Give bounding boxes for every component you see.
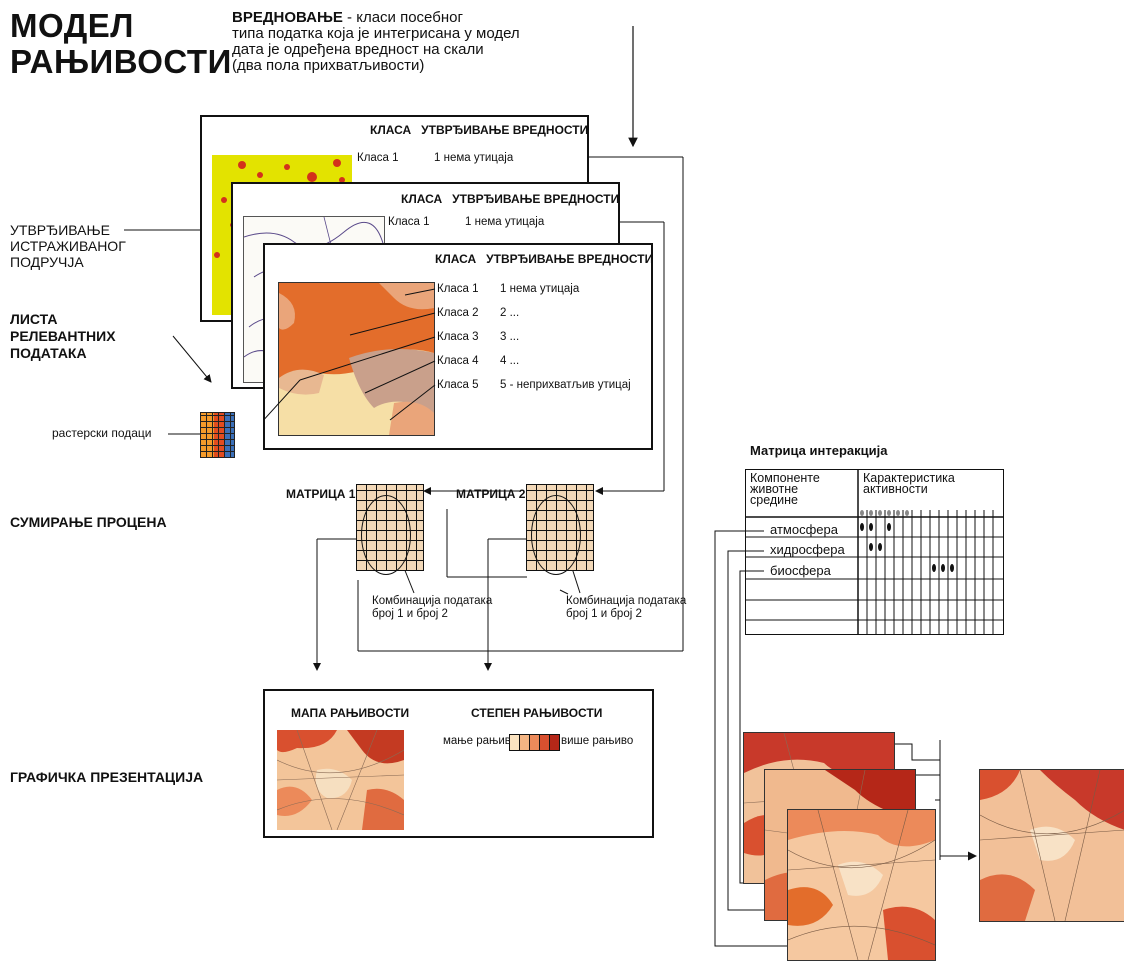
scale-less-label: мање рањиво xyxy=(443,735,518,747)
im-row-1: атмосфера xyxy=(770,522,838,537)
layer-middle-value: 1 нема утицаја xyxy=(465,216,545,228)
title-line-1: МОДЕЛ xyxy=(10,7,134,44)
interaction-matrix-title: Матрица интеракција xyxy=(750,443,888,458)
definition-line-3: дата је одређена вредност на скали xyxy=(232,41,484,58)
front-row-2-class: Класа 2 xyxy=(437,307,479,319)
definition-line-4: (два пола прихватљивости) xyxy=(232,57,425,74)
im-col1-line-3: средине xyxy=(750,493,799,507)
im-row-3: биосфера xyxy=(770,563,831,578)
definition-term: ВРЕДНОВАЊЕ xyxy=(232,9,343,26)
matrix-1-ellipse xyxy=(361,495,411,575)
class-leader-lines xyxy=(265,288,436,421)
study-area-line-1: УТВРЂИВАЊЕ xyxy=(10,222,110,238)
degree-title: СТЕПЕН РАЊИВОСТИ xyxy=(471,706,603,720)
front-row-5-class: Класа 5 xyxy=(437,379,479,391)
layer-middle-header-class: КЛАСА xyxy=(401,192,443,206)
front-row-4-class: Класа 4 xyxy=(437,355,479,367)
front-row-1-class: Класа 1 xyxy=(437,283,479,295)
relevant-data-line-2: РЕЛЕВАНТНИХ xyxy=(10,328,116,344)
front-row-3-class: Класа 3 xyxy=(437,331,479,343)
vulnerability-map xyxy=(277,730,404,830)
im-col2-header: Карактеристика активности xyxy=(863,471,955,496)
layer-back-header: КЛАСА УТВРЂИВАЊЕ ВРЕДНОСТИ xyxy=(370,123,588,137)
combo-label-1: Комбинација података број 1 и број 2 xyxy=(372,595,492,621)
layer-back-header-value: УТВРЂИВАЊЕ ВРЕДНОСТИ xyxy=(421,123,589,137)
relevant-data-line-1: ЛИСТА xyxy=(10,311,58,327)
im-col1-header: Компоненте животне средине xyxy=(750,471,820,507)
combo-1-line-2: број 1 и број 2 xyxy=(372,608,448,620)
map-title: МАПА РАЊИВОСТИ xyxy=(291,706,410,720)
front-row-3-value: 3 ... xyxy=(500,331,520,343)
relevant-data-line-3: ПОДАТАКА xyxy=(10,345,87,361)
stack-map-front xyxy=(787,809,936,961)
stack-map-result xyxy=(979,769,1124,922)
scale-swatch-4 xyxy=(540,735,550,750)
im-col2-line-2: активности xyxy=(863,482,928,496)
matrix-1-label: МАТРИЦА 1 xyxy=(286,487,356,501)
matrix-2-label: МАТРИЦА 2 xyxy=(456,487,526,501)
result-panel: МАПА РАЊИВОСТИ СТЕПЕН РАЊИВОСТИ мање рањ… xyxy=(263,689,654,838)
layer-front-header-class: КЛАСА xyxy=(435,252,477,266)
im-grid-lines xyxy=(746,470,1003,634)
layer-front-header-value: УТВРЂИВАЊЕ ВРЕДНОСТИ xyxy=(486,252,654,266)
im-col1-line-1: Компоненте xyxy=(750,471,820,485)
vulnerability-scale xyxy=(509,734,560,751)
raster-label: растерски подаци xyxy=(52,426,152,440)
im-row-2: хидросфера xyxy=(770,542,845,557)
scale-swatch-3 xyxy=(530,735,540,750)
layer-panel-front: КЛАСА УТВРЂИВАЊЕ ВРЕДНОСТИ Класа 1 1 нем… xyxy=(263,243,653,450)
layer-back-value: 1 нема утицаја xyxy=(434,152,514,164)
study-area-line-3: ПОДРУЧЈА xyxy=(10,254,84,270)
scale-more-label: више рањиво xyxy=(561,735,634,747)
study-area-line-2: ИСТРАЖИВАНОГ xyxy=(10,238,126,254)
front-row-2-value: 2 ... xyxy=(500,307,520,319)
matrix-2-ellipse xyxy=(531,495,581,575)
scale-swatch-1 xyxy=(510,735,520,750)
layer-back-class: Класа 1 xyxy=(357,152,399,164)
relevant-data-label: ЛИСТА РЕЛЕВАНТНИХ ПОДАТАКА xyxy=(10,311,116,362)
definition-line-1: - класи посебног xyxy=(342,9,463,26)
im-col2-line-1: Карактеристика xyxy=(863,471,955,485)
page-title: МОДЕЛ РАЊИВОСТИ xyxy=(10,8,232,80)
front-row-1-value: 1 нема утицаја xyxy=(500,283,580,295)
summing-label: СУМИРАЊЕ ПРОЦЕНА xyxy=(10,514,167,530)
interaction-matrix: Компоненте животне средине Карактеристик… xyxy=(745,469,1004,635)
title-line-2: РАЊИВОСТИ xyxy=(10,43,232,80)
combo-2-line-2: број 1 и број 2 xyxy=(566,608,642,620)
layer-middle-header: КЛАСА УТВРЂИВАЊЕ ВРЕДНОСТИ xyxy=(401,192,619,206)
im-col1-line-2: животне xyxy=(750,482,799,496)
layer-back-header-class: КЛАСА xyxy=(370,123,412,137)
study-area-label: УТВРЂИВАЊЕ ИСТРАЖИВАНОГ ПОДРУЧЈА xyxy=(10,222,126,270)
combo-2-line-1: Комбинација података xyxy=(566,595,687,607)
layer-middle-class: Класа 1 xyxy=(388,216,430,228)
definition-text: ВРЕДНОВАЊЕ - класи посебног типа податка… xyxy=(232,10,520,74)
combo-1-line-1: Комбинација података xyxy=(372,595,493,607)
graphic-label: ГРАФИЧКА ПРЕЗЕНТАЦИЈА xyxy=(10,769,204,785)
layer-middle-header-value: УТВРЂИВАЊЕ ВРЕДНОСТИ xyxy=(452,192,620,206)
definition-line-2: типа податка која је интегрисана у модел xyxy=(232,25,520,42)
scale-swatch-5 xyxy=(550,735,559,750)
layer-front-header: КЛАСА УТВРЂИВАЊЕ ВРЕДНОСТИ xyxy=(435,252,653,266)
combo-label-2: Комбинација података број 1 и број 2 xyxy=(566,595,686,621)
front-row-5-value: 5 - неприхватљив утицај xyxy=(500,379,631,391)
raster-grid-icon xyxy=(200,412,235,458)
front-row-4-value: 4 ... xyxy=(500,355,520,367)
scale-swatch-2 xyxy=(520,735,530,750)
map-thumbnail-classes xyxy=(278,282,435,436)
